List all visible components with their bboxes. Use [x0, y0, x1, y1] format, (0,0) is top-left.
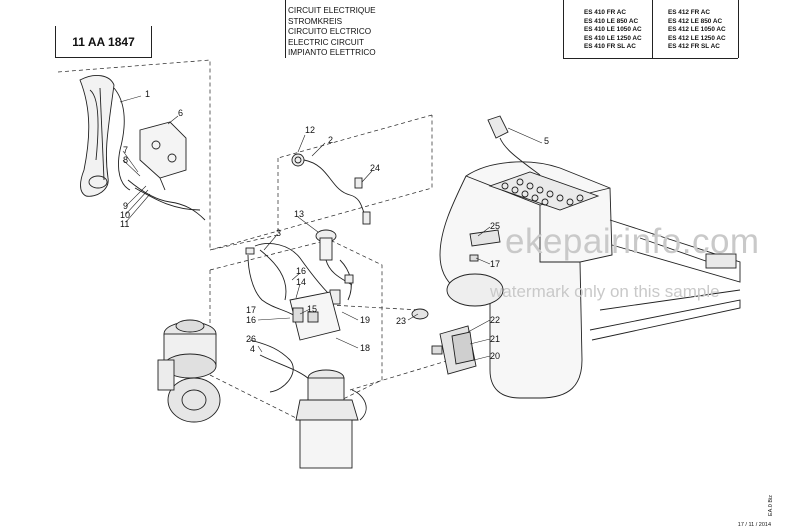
callout-12: 12 — [305, 125, 315, 135]
header-divider — [285, 0, 286, 58]
watermark-note: watermark only on this sample — [490, 282, 720, 301]
model-item: ES 412 FR AC — [668, 9, 711, 16]
callout-3: 3 — [276, 228, 281, 238]
callout-23: 23 — [396, 316, 406, 326]
model-item: ES 410 LE 1050 AC — [584, 26, 642, 34]
title-es: CIRCUITO ELCTRICO — [288, 27, 372, 36]
title-it: IMPIANTO ELETTRICO — [288, 48, 376, 57]
callout-8: 8 — [123, 155, 128, 165]
callout-16b: 16 — [246, 315, 256, 325]
reference-number: 11 AA 1847 — [72, 34, 135, 49]
callout-24: 24 — [370, 163, 380, 173]
callout-17b: 17 — [490, 259, 500, 269]
title-en: ELECTRIC CIRCUIT — [288, 37, 364, 47]
callout-25: 25 — [490, 221, 500, 231]
contactor-panel — [289, 291, 341, 341]
callout-20: 20 — [490, 351, 500, 361]
callout-19: 19 — [360, 315, 370, 325]
emergency-switch — [315, 229, 353, 286]
assembly-dashed-lines — [57, 59, 451, 421]
power-cable — [259, 354, 311, 381]
callout-9: 9 — [123, 201, 128, 211]
battery-cells — [488, 171, 600, 211]
models-es412: ES 412 FR AC ES 412 LE 850 AC ES 412 LE … — [668, 9, 726, 52]
model-item: ES 410 LE 1250 AC — [584, 34, 642, 42]
header-divider — [563, 0, 564, 58]
callout-leaders — [119, 95, 543, 361]
header-divider — [652, 0, 653, 58]
callout-17a: 17 — [246, 305, 256, 315]
callout-16a: 16 — [296, 266, 306, 276]
callout-1: 1 — [145, 89, 150, 99]
callout-13: 13 — [294, 209, 304, 219]
reference-box: 11 AA 1847 — [55, 26, 152, 58]
callout-4: 4 — [250, 344, 255, 354]
callout-10: 10 — [120, 210, 130, 220]
callout-26: 26 — [246, 334, 256, 344]
callout-numbers: 1 6 7 8 9 10 11 12 2 24 13 3 16 14 15 17… — [120, 89, 549, 361]
callout-14: 14 — [296, 277, 306, 287]
models-es410: ES 410 FR AC ES 410 LE 850 AC ES 410 LE … — [584, 9, 642, 52]
callout-7: 7 — [123, 145, 128, 155]
footer-date: 17 / 11 / 2014 — [737, 522, 771, 528]
switch-assembly — [291, 153, 371, 225]
model-item: ES 412 LE 1050 AC — [668, 26, 726, 34]
callout-6: 6 — [178, 108, 183, 118]
model-item: ES 412 LE 850 AC — [668, 17, 723, 25]
callout-11: 11 — [120, 219, 129, 229]
fuse-holder — [411, 308, 429, 320]
title-de: STROMKREIS — [288, 16, 343, 26]
hydraulic-pump-unit — [295, 369, 367, 469]
callout-5: 5 — [544, 136, 549, 146]
model-item: ES 412 FR SL AC — [668, 43, 720, 51]
header-divider — [738, 0, 739, 58]
callout-21: 21 — [490, 334, 500, 344]
watermark-site: ekepairinfo.com — [505, 222, 760, 261]
head-bracket — [139, 121, 187, 191]
tiller-wiring-loom — [134, 187, 201, 211]
main-wiring-harness — [245, 243, 354, 321]
header-underline — [563, 58, 738, 59]
tiller-wiring-loom — [127, 179, 206, 221]
tiller-handle — [79, 74, 131, 197]
callout-18: 18 — [360, 343, 370, 353]
traction-controller — [431, 325, 477, 375]
model-item: ES 410 FR SL AC — [584, 43, 636, 51]
truck-chassis — [439, 115, 741, 399]
model-item: ES 410 FR AC — [584, 9, 627, 16]
title-fr: CIRCUIT ELECTRIQUE — [288, 6, 376, 15]
callout-15: 15 — [307, 304, 317, 314]
callout-22: 22 — [490, 315, 500, 325]
callout-2: 2 — [328, 135, 333, 145]
power-cable — [249, 339, 294, 393]
circuit-titles: CIRCUIT ELECTRIQUE STROMKREIS CIRCUITO E… — [288, 6, 376, 59]
model-item: ES 410 LE 850 AC — [584, 17, 639, 25]
model-item: ES 412 LE 1250 AC — [668, 34, 726, 42]
drive-motor-unit — [157, 319, 221, 423]
side-code: EA.0 Biz — [768, 495, 774, 517]
